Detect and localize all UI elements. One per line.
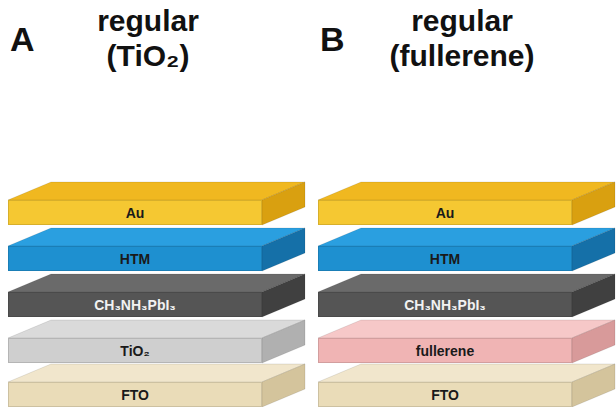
slab-top-face	[318, 182, 615, 200]
slab-side-face	[572, 228, 615, 271]
layer-label: HTM	[120, 252, 150, 266]
slab-top-face	[318, 364, 615, 382]
gold-electrode-layer: Au	[8, 200, 262, 225]
slab-side-face	[262, 274, 305, 317]
layer-label: FTO	[121, 388, 149, 402]
electron-transport-layer: fullerene	[318, 338, 572, 363]
perovskite-layer: CH₃NH₃PbI₃	[318, 292, 572, 317]
slab-top-face	[318, 274, 615, 292]
layer-label: FTO	[431, 388, 459, 402]
gold-electrode-layer: Au	[318, 200, 572, 225]
layer-label: Au	[436, 206, 455, 220]
layer-label: CH₃NH₃PbI₃	[404, 298, 486, 312]
panel-letter: B	[320, 22, 345, 56]
slab-faces	[8, 182, 305, 225]
slab-side-face	[262, 182, 305, 225]
slab-faces	[8, 320, 305, 363]
hole-transport-layer: HTM	[8, 246, 262, 271]
slab-side-face	[262, 228, 305, 271]
slab-faces	[318, 228, 615, 271]
slab-faces	[8, 364, 305, 407]
slab-faces	[318, 320, 615, 363]
perovskite-layer: CH₃NH₃PbI₃	[8, 292, 262, 317]
slab-side-face	[262, 364, 305, 407]
slab-top-face	[8, 182, 305, 200]
layer-label: Au	[126, 206, 145, 220]
slab-top-face	[8, 274, 305, 292]
slab-faces	[8, 274, 305, 317]
slab-faces	[318, 182, 615, 225]
slab-side-face	[572, 274, 615, 317]
hole-transport-layer: HTM	[318, 246, 572, 271]
panel-title: regular (TiO₂)	[97, 4, 199, 73]
slab-top-face	[318, 320, 615, 338]
layer-label: TiO₂	[120, 344, 149, 358]
electron-transport-layer: TiO₂	[8, 338, 262, 363]
layer-label: HTM	[430, 252, 460, 266]
layer-label: CH₃NH₃PbI₃	[94, 298, 176, 312]
slab-faces	[318, 364, 615, 407]
slab-top-face	[8, 364, 305, 382]
slab-top-face	[318, 228, 615, 246]
fto-substrate-layer: FTO	[8, 382, 262, 407]
panel-letter: A	[10, 22, 35, 56]
panel-title: regular (fullerene)	[389, 4, 534, 73]
slab-side-face	[572, 364, 615, 407]
slab-side-face	[262, 320, 305, 363]
slab-top-face	[8, 228, 305, 246]
layer-label: fullerene	[416, 344, 474, 358]
fto-substrate-layer: FTO	[318, 382, 572, 407]
slab-faces	[318, 274, 615, 317]
slab-side-face	[572, 182, 615, 225]
slab-top-face	[8, 320, 305, 338]
slab-faces	[8, 228, 305, 271]
slab-side-face	[572, 320, 615, 363]
